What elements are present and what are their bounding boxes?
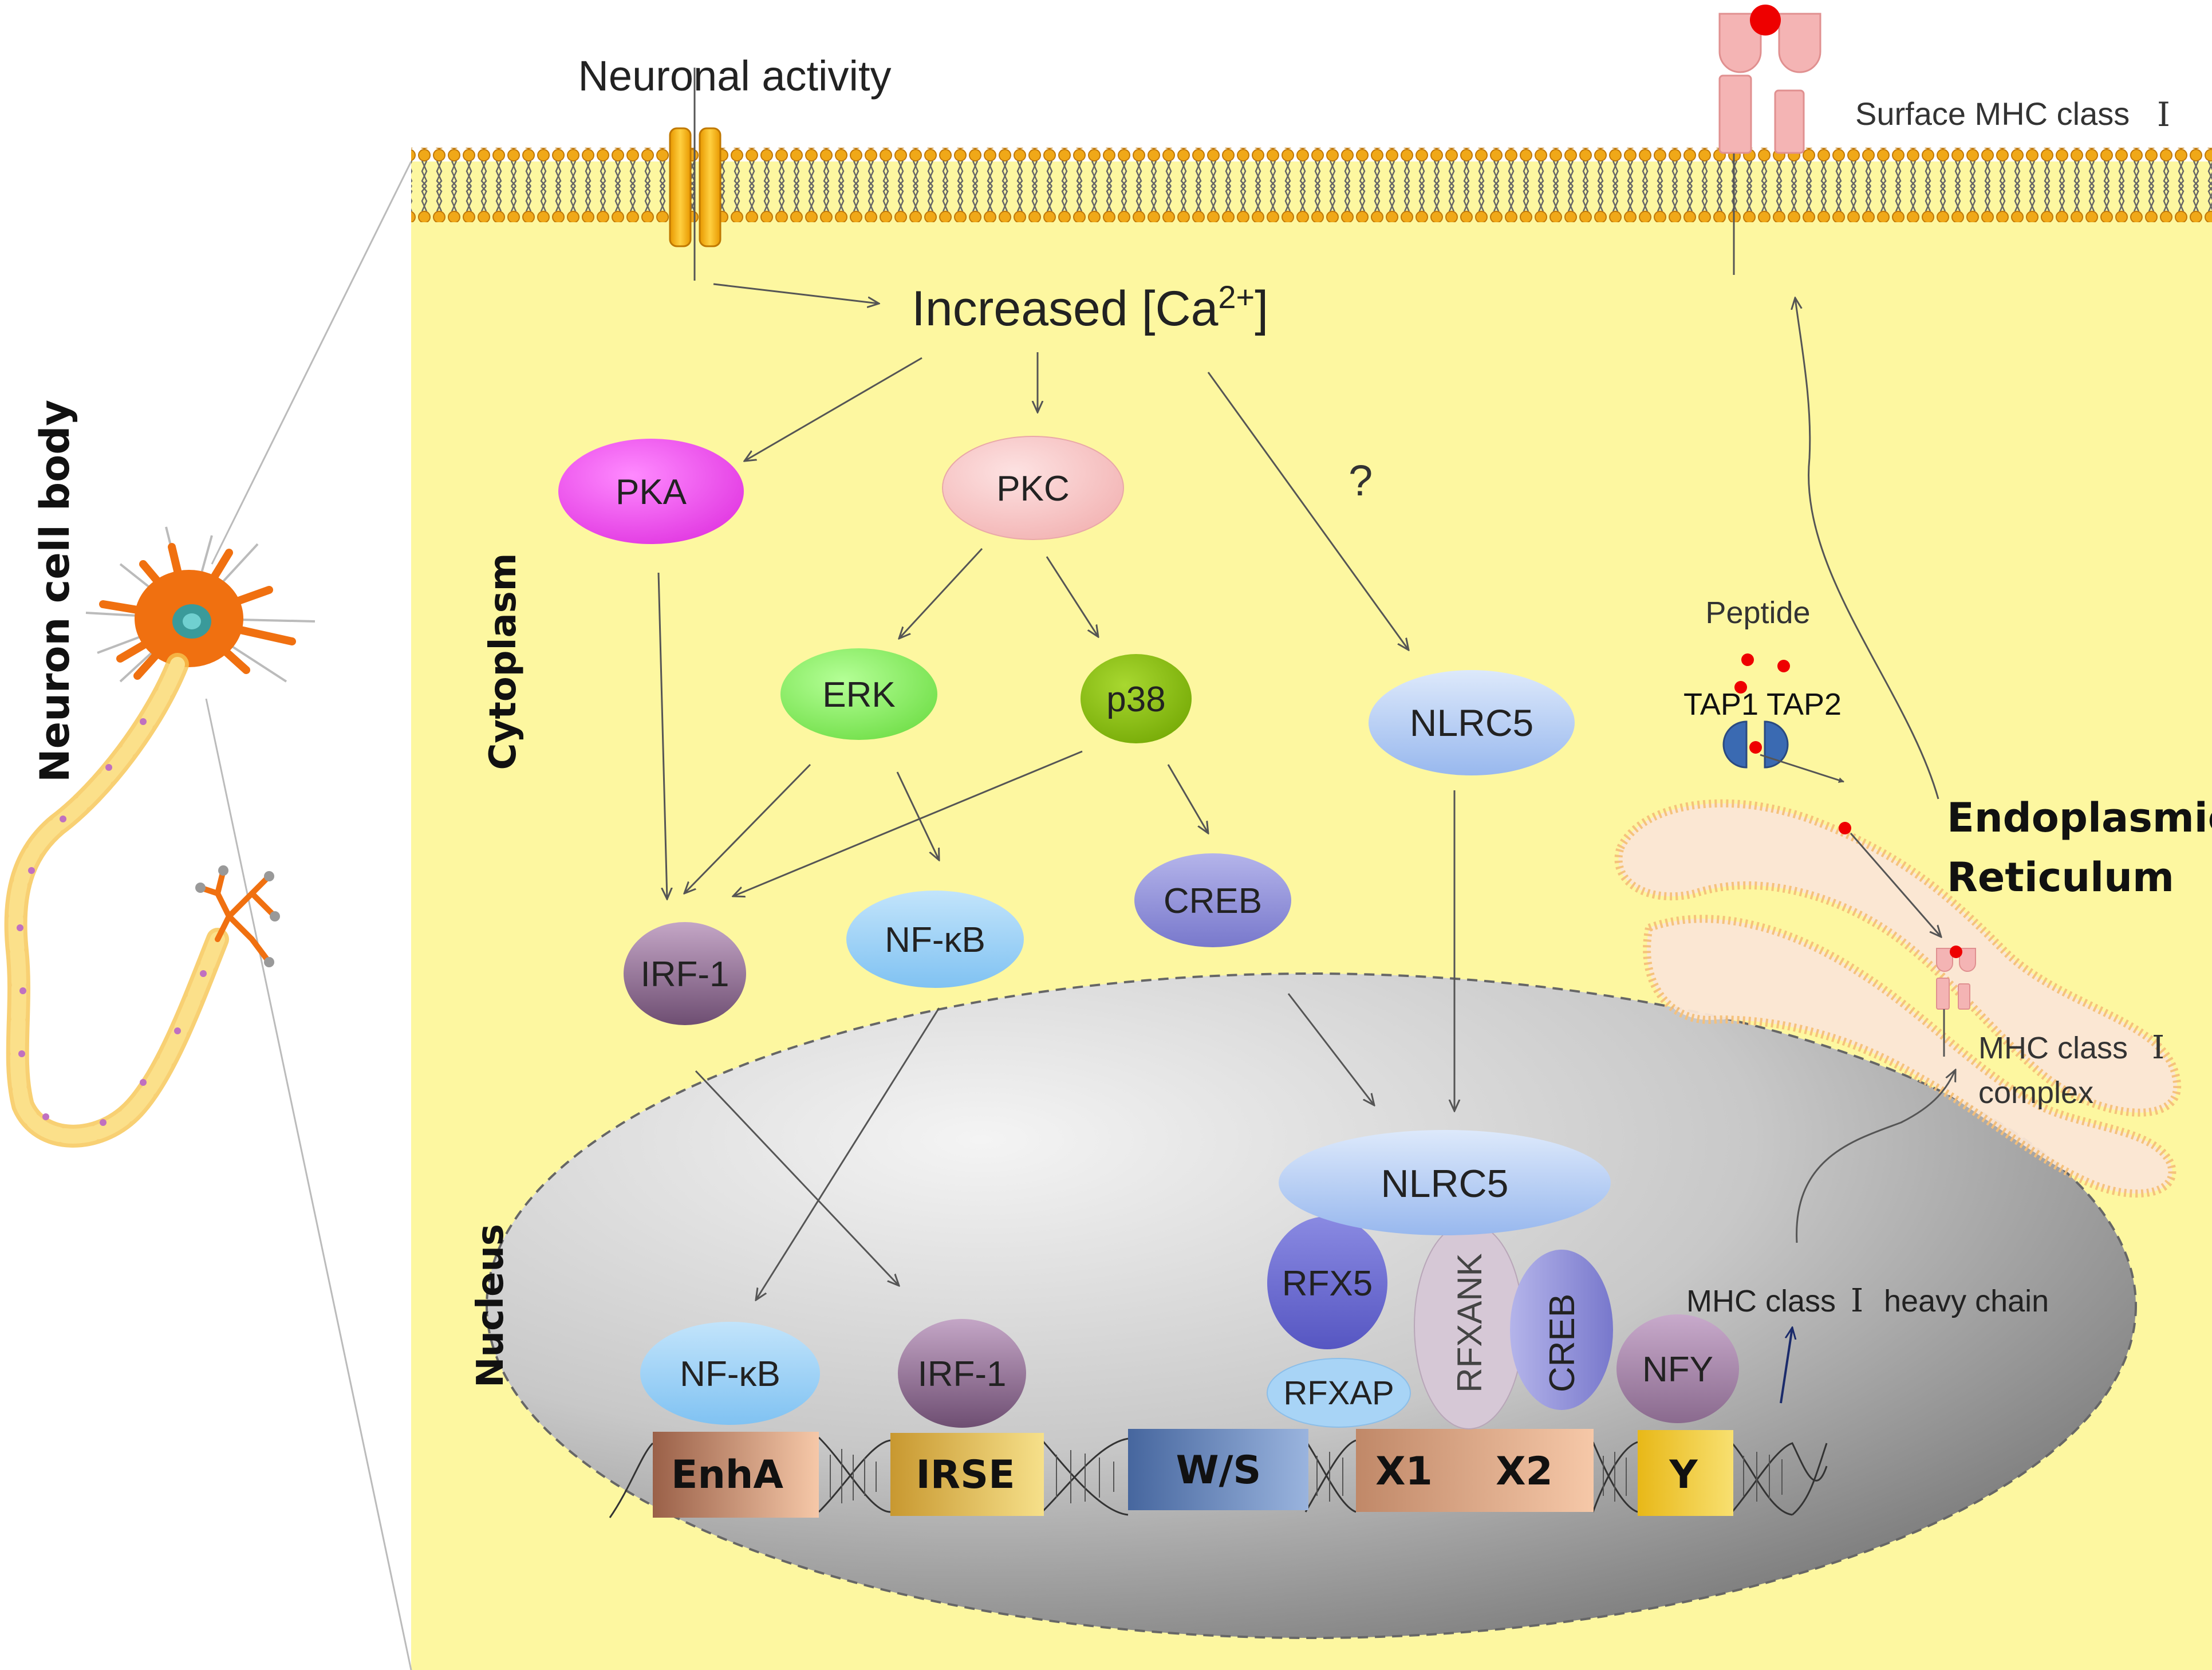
dna-helix <box>609 1436 1828 1518</box>
label-er-line2: Reticulum <box>1947 854 2174 901</box>
promoter-label-x1: X1 <box>1375 1449 1433 1494</box>
node-nfy <box>1616 1314 1739 1423</box>
node-label-pka: PKA <box>616 472 687 512</box>
peptide-dot <box>1839 822 1851 834</box>
label-heavy-chain-a: MHC class <box>1686 1284 1836 1318</box>
label-surface-mhc: Surface MHC class <box>1855 96 2130 132</box>
label-mhc-complex-line2: complex <box>1978 1076 2093 1110</box>
node-creb-cytoplasm <box>1134 853 1291 947</box>
endoplasmic-reticulum <box>1614 799 2182 1198</box>
node-pkc <box>942 436 1124 540</box>
promoter-label-ws: W/S <box>1176 1448 1261 1493</box>
peptide-dot <box>1777 660 1790 672</box>
zoom-line-top <box>211 161 412 565</box>
node-label-nlrc5-nucleus: NLRC5 <box>1381 1162 1509 1206</box>
signaling-arrows <box>657 352 1454 1300</box>
promoter-label-y: Y <box>1669 1452 1698 1498</box>
label-mhc-complex-roman: I <box>2152 1029 2164 1066</box>
node-label-erk: ERK <box>822 675 895 715</box>
surface-mhc-icon <box>1718 5 1821 154</box>
promoter-x1x2 <box>1356 1429 1594 1512</box>
promoter-ws <box>1128 1429 1308 1510</box>
zoom-line-bottom <box>205 698 412 1670</box>
arrow-peptide-to-mhc <box>1850 833 1941 937</box>
arrow-er-to-surface <box>1795 298 1939 799</box>
arrow-heavychain-to-er <box>1796 1070 1955 1243</box>
node-nlrc5-nucleus <box>1279 1130 1611 1235</box>
arrow-transcription <box>1780 1328 1792 1404</box>
node-label-nfy: NFY <box>1642 1350 1713 1389</box>
label-cytoplasm: Cytoplasm <box>482 553 525 770</box>
node-label-creb-nucleus: CREB <box>1543 1294 1582 1392</box>
node-nlrc5-cytoplasm <box>1369 670 1575 775</box>
label-nucleus: Nucleus <box>470 1224 512 1388</box>
node-rfxap <box>1267 1358 1411 1428</box>
label-tap: TAP1 TAP2 <box>1683 687 1842 722</box>
label-heavy-chain-roman: I <box>1851 1282 1863 1320</box>
peptide-dot <box>1741 653 1754 666</box>
promoter-irse <box>890 1433 1044 1516</box>
node-irf1-cytoplasm <box>624 922 746 1025</box>
node-label-irf1-cytoplasm: IRF-1 <box>641 955 730 994</box>
promoter-label-enha: EnhA <box>671 1452 783 1498</box>
node-label-rfx5: RFX5 <box>1282 1264 1373 1303</box>
arrow-channel-to-calcium <box>713 283 879 304</box>
promoter-label-x2: X2 <box>1496 1449 1553 1494</box>
dna-rungs <box>830 1449 1783 1503</box>
node-rfx5 <box>1267 1216 1387 1349</box>
node-pka <box>558 439 744 544</box>
label-er-line1: Endoplasmic <box>1947 794 2212 841</box>
node-label-nfkb-cytoplasm: NF-κB <box>885 920 985 960</box>
node-nfkb-cytoplasm <box>846 891 1024 988</box>
node-erk <box>780 648 937 740</box>
node-creb-nucleus <box>1510 1250 1613 1410</box>
calcium-channel-icon <box>669 127 721 247</box>
promoter-y <box>1638 1430 1733 1516</box>
label-mhc-complex-line1: MHC class <box>1978 1031 2128 1065</box>
label-increased-calcium: Increased [Ca2+] <box>912 279 1268 336</box>
label-neuron-cell-body: Neuron cell body <box>31 400 78 782</box>
node-irf1-nucleus <box>898 1319 1026 1428</box>
promoter-enha <box>653 1432 819 1518</box>
peptide-dot <box>1734 681 1747 694</box>
node-label-p38: p38 <box>1106 680 1165 719</box>
label-roman-numeral: I <box>2157 95 2170 134</box>
label-peptide: Peptide <box>1705 596 1810 630</box>
arrow-tap-to-er <box>1760 754 1844 783</box>
node-p38 <box>1081 654 1192 743</box>
node-label-nlrc5-cytoplasm: NLRC5 <box>1410 702 1533 744</box>
node-label-rfxap: RFXAP <box>1283 1374 1394 1412</box>
neuron-icon <box>4 526 316 1148</box>
node-label-rfxank: RFXANK <box>1450 1253 1489 1392</box>
node-label-creb-cytoplasm: CREB <box>1164 881 1262 921</box>
label-neuronal-activity: Neuronal activity <box>578 52 891 100</box>
node-nfkb-nucleus <box>640 1322 820 1425</box>
promoter-label-irse: IRSE <box>916 1452 1015 1498</box>
mhc-complex-icon <box>1936 946 1976 1010</box>
label-heavy-chain-b: heavy chain <box>1884 1284 2049 1318</box>
node-label-nfkb-nucleus: NF-κB <box>680 1354 780 1394</box>
node-label-pkc: PKC <box>996 469 1069 509</box>
node-label-irf1-nucleus: IRF-1 <box>918 1354 1007 1394</box>
tap-transporter-icon <box>1722 720 1789 769</box>
label-question-mark: ? <box>1349 456 1373 505</box>
